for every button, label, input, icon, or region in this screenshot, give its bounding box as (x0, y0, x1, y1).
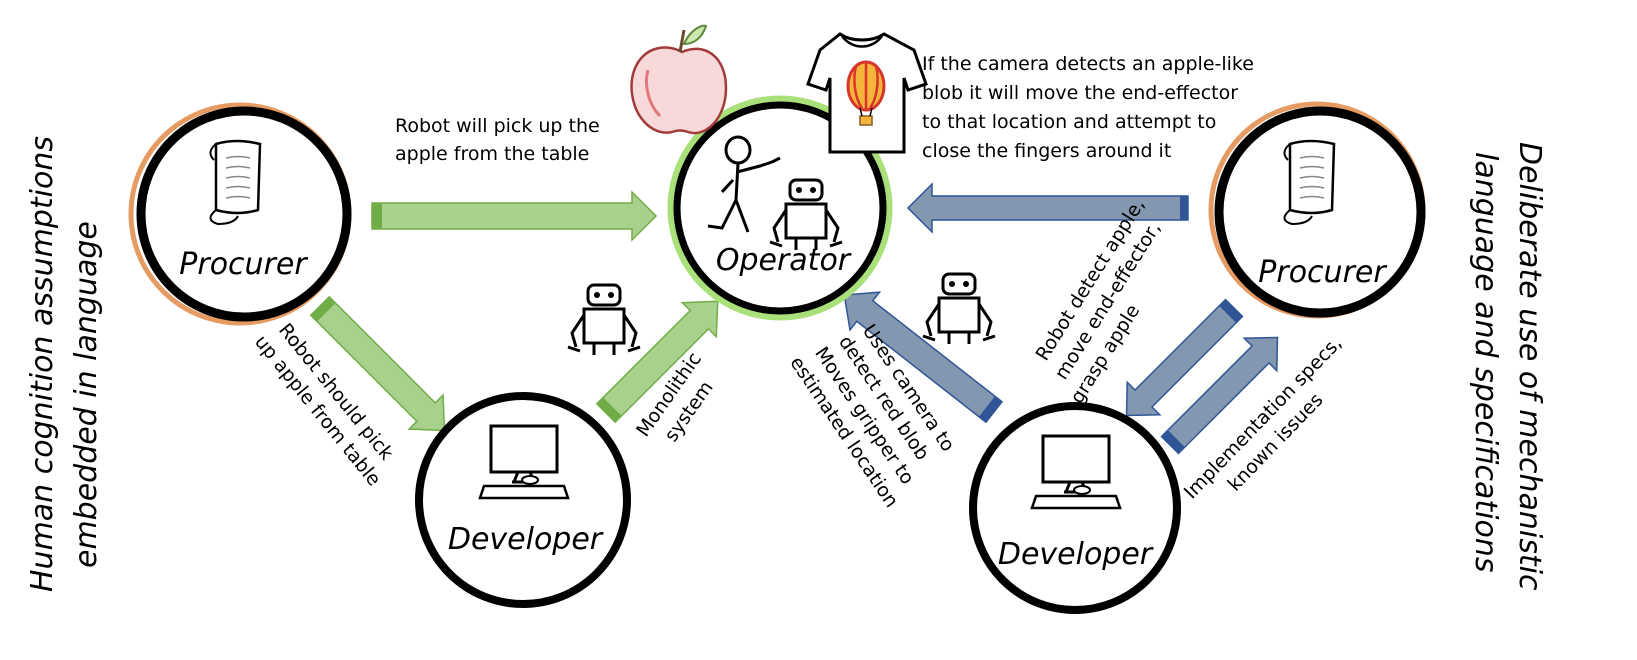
label-line: to that location and attempt to (922, 111, 1216, 133)
left-title-line2: embedded in language (69, 221, 104, 568)
robot-icon-right (921, 272, 997, 346)
robot-icon-left (566, 283, 642, 357)
label-procurer-to-developer-left: Robot should pick up apple from table (250, 319, 397, 490)
arrow-developer-to-operator-right (843, 291, 1004, 424)
operator-label: Operator (716, 243, 852, 278)
document-icon (209, 139, 262, 226)
label-line: blob it will move the end-effector (922, 82, 1238, 104)
tshirt-icon (806, 32, 928, 154)
arrow-procurer-to-operator-right (906, 182, 1189, 234)
label-operator-note: If the camera detects an apple-like blob… (922, 53, 1254, 162)
label-line: If the camera detects an apple-like (922, 53, 1254, 75)
label-line: Robot will pick up the (395, 115, 600, 137)
arrow-procurer-to-developer-right (1125, 298, 1244, 417)
developer-label-left: Developer (448, 522, 604, 557)
apple-icon (630, 24, 728, 135)
arrow-developer-to-operator-left (595, 300, 719, 424)
computer-icon (478, 424, 570, 500)
arrow-procurer-to-developer-left (309, 295, 446, 432)
left-side-title: Human cognition assumptions embedded in … (25, 136, 104, 592)
right-side-title: Deliberate use of mechanistic language a… (1468, 142, 1547, 591)
developer-node-left: Developer (415, 392, 631, 608)
label-line: apple from the table (395, 143, 589, 165)
developer-node-right: Developer (969, 402, 1181, 614)
label-line: close the fingers around it (922, 140, 1171, 162)
label-developer-to-operator-right: Uses camera to detect red blob Moves gri… (785, 320, 959, 511)
developer-label-right: Developer (998, 537, 1154, 572)
computer-icon (1030, 434, 1122, 510)
arrow-procurer-to-operator (371, 190, 658, 242)
procurer-node-left: Procurer (128, 102, 352, 326)
procurer-label-left: Procurer (179, 247, 308, 282)
procurer-node-right: Procurer (1208, 101, 1426, 319)
right-title-line2: language and specifications (1468, 152, 1503, 573)
right-title-line1: Deliberate use of mechanistic (1512, 142, 1547, 591)
label-procurer-to-operator: Robot will pick up the apple from the ta… (395, 115, 600, 165)
stick-figure-icon (707, 135, 781, 233)
operator-node: Operator (667, 95, 893, 321)
left-title-line1: Human cognition assumptions (25, 136, 60, 592)
arrow-developer-to-procurer-right (1160, 336, 1279, 455)
procurer-label-right: Procurer (1258, 255, 1387, 290)
document-icon (1283, 139, 1336, 226)
